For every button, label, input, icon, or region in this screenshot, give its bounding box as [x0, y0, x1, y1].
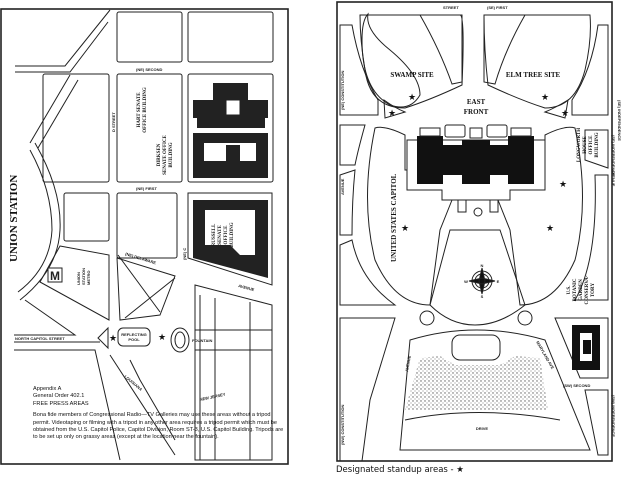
metro-label: UNIONSTATIONMETRO [76, 268, 91, 285]
street-independence-mid: (SE) INDEPENDENCE [611, 135, 616, 176]
compass-e: E [497, 279, 500, 284]
right-map-frame [336, 1, 613, 462]
us-capitol-label: UNITED STATES CAPITOL [390, 173, 398, 262]
street-second: (NE) SECOND [136, 67, 163, 72]
appendix-title: Appendix A [33, 386, 62, 392]
street-constitution-ne: (NE) CONSTITUTION [340, 71, 345, 110]
dirksen-senate-office-building [193, 133, 268, 178]
us-capitol-building [406, 124, 546, 217]
compass-w: W [464, 279, 468, 284]
russell-label: RUSSELLSENATEOFFICEBUILDING [212, 222, 235, 247]
dirksen-label: DIRKSENSENATE OFFICEBUILDING [157, 134, 174, 174]
reflecting-pool [117, 327, 151, 347]
appendix-order: General Order 402.1 [33, 393, 85, 400]
elm-tree-site-label: ELM TREE SITE [506, 71, 561, 79]
upper-plaza-pool [451, 334, 501, 361]
swamp-site-label: SWAMP SITE [390, 71, 434, 79]
street-d: D STREET [111, 112, 116, 132]
star-icon: ★ [559, 179, 567, 189]
star-icon: ★ [541, 92, 549, 102]
star-icon: ★ [408, 92, 416, 102]
street-drive: DRIVE [476, 426, 489, 431]
union-station-label: UNION STATION [8, 175, 20, 262]
left-map-frame [0, 8, 289, 465]
star-icon: ★ [561, 108, 569, 118]
botanic-garden-conservatory [572, 325, 600, 370]
street-avenue-lower: AVENUE [404, 355, 412, 372]
east-circle [517, 310, 533, 326]
standup-areas-caption: Designated standup areas - ★ [336, 465, 464, 475]
star-icon: ★ [158, 332, 166, 342]
compass-n: N [481, 263, 484, 268]
grounds-stipple [405, 356, 548, 410]
metro-logo [47, 267, 63, 283]
appendix-heading: FREE PRESS AREAS [33, 400, 89, 407]
street-second: (SW) SECOND [563, 383, 590, 388]
metro-logo-letter: M [50, 269, 60, 283]
street-north-capitol: NORTH CAPITOL STREET [15, 336, 65, 341]
star-icon: ★ [546, 223, 554, 233]
fountain-label: FOUNTAIN [192, 338, 212, 343]
right-map [336, 1, 613, 462]
hart-label: HART SENATEOFFICE BUILDING [137, 87, 148, 133]
street-avenue: AVENUE [238, 283, 255, 292]
left-map [0, 8, 289, 465]
union-station-arc [19, 142, 61, 301]
appendix-note: Appendix A General Order 402.1 FREE PRES… [33, 386, 285, 442]
street-new-jersey: NEW JERSEY [199, 392, 226, 402]
botanic-garden-label: U.S.BOTANICGARDENCONSERVA-TORY [567, 275, 596, 304]
street-c: (NE) C [182, 248, 187, 260]
star-icon: ★ [401, 223, 409, 233]
street-avenue-right: AVENUE [611, 170, 616, 187]
street-constitution-nw: (NW) CONSTITUTION [340, 404, 345, 445]
street-independence-bottom: (SW) INDEPENDENCE [611, 395, 616, 437]
right-map-labels: STREET (SE) FIRST (NE) CONSTITUTION (NW)… [340, 5, 622, 445]
appendix-body: Bona fide members of Congressional Radio… [33, 412, 284, 441]
compass-s: S [481, 294, 484, 299]
star-icon: ★ [109, 333, 117, 343]
street-first: (NE) FIRST [136, 186, 157, 191]
street-label: STREET [443, 5, 459, 10]
street-first: (SE) FIRST [487, 5, 508, 10]
longworth-label: LONGWORTHHOUSEOFFICEBUILDING [577, 128, 600, 162]
hart-senate-office-building [193, 83, 268, 128]
compass-rose-icon [468, 267, 496, 295]
street-avenue-left: AVENUE [340, 178, 345, 195]
star-icon: ★ [388, 108, 396, 118]
west-circle [419, 310, 435, 326]
fountain [170, 327, 190, 353]
street-independence-top: (SE) INDEPENDENCE [617, 100, 622, 141]
russell-senate-office-building [193, 200, 268, 278]
